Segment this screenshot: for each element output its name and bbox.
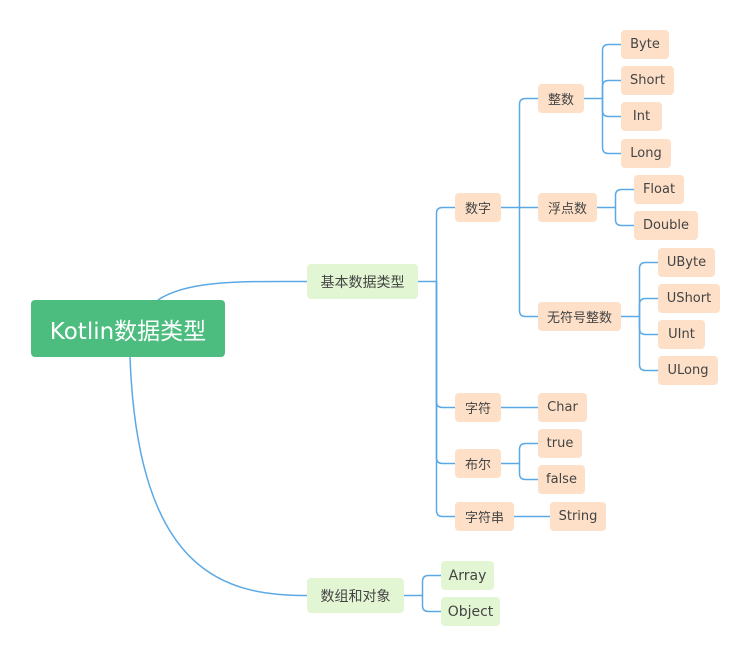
- number-lines-branch-0: [518, 97, 538, 208]
- node-float-category[interactable]: 浮点数: [538, 193, 597, 222]
- node-string-category[interactable]: 字符串: [455, 502, 514, 531]
- basic-types-lines-branch-0: [435, 206, 455, 282]
- leaf-ulong[interactable]: ULong: [658, 356, 718, 385]
- leaf-float[interactable]: Float: [634, 175, 684, 204]
- boolean-lines-branch-1: [518, 463, 538, 481]
- leaf-short[interactable]: Short: [621, 66, 674, 95]
- leaf-string[interactable]: String: [550, 502, 606, 531]
- node-array-object[interactable]: 数组和对象: [307, 578, 404, 613]
- array-object-lines-branch-1: [421, 595, 441, 613]
- unsigned-lines-branch-0: [638, 261, 658, 317]
- root-node[interactable]: Kotlin数据类型: [31, 300, 225, 357]
- unsigned-lines-branch-1: [638, 297, 658, 317]
- node-number[interactable]: 数字: [455, 193, 501, 222]
- node-char-category[interactable]: 字符: [455, 393, 501, 422]
- root-to-array-object-line: [129, 356, 308, 597]
- leaf-int[interactable]: Int: [621, 102, 662, 131]
- number-lines-branch-2: [518, 207, 538, 318]
- leaf-false[interactable]: false: [538, 465, 585, 494]
- basic-types-lines-branch-1: [435, 281, 455, 409]
- array-object-lines-branch-0: [421, 574, 441, 596]
- leaf-uint[interactable]: UInt: [658, 320, 705, 349]
- node-basic-types[interactable]: 基本数据类型: [307, 264, 418, 299]
- leaf-object[interactable]: Object: [441, 597, 500, 626]
- leaf-double[interactable]: Double: [634, 211, 698, 240]
- float-lines-branch-0: [614, 188, 634, 208]
- integer-lines-branch-3: [601, 98, 621, 155]
- leaf-byte[interactable]: Byte: [621, 30, 669, 59]
- leaf-ushort[interactable]: UShort: [658, 284, 720, 313]
- unsigned-lines-branch-2: [638, 316, 658, 336]
- unsigned-lines-branch-3: [638, 316, 658, 372]
- basic-types-lines-branch-3: [435, 281, 455, 518]
- integer-lines-branch-2: [601, 98, 621, 118]
- leaf-char[interactable]: Char: [538, 393, 587, 422]
- leaf-true[interactable]: true: [538, 429, 582, 458]
- leaf-array[interactable]: Array: [441, 561, 494, 590]
- leaf-long[interactable]: Long: [621, 139, 671, 168]
- integer-lines-branch-0: [601, 43, 621, 99]
- float-lines-branch-1: [614, 207, 634, 227]
- node-unsigned-integer[interactable]: 无符号整数: [538, 302, 621, 331]
- leaf-ubyte[interactable]: UByte: [658, 248, 715, 277]
- basic-types-lines-branch-2: [435, 281, 455, 465]
- boolean-lines-branch-0: [518, 442, 538, 464]
- integer-lines-branch-1: [601, 79, 621, 99]
- node-boolean[interactable]: 布尔: [455, 449, 501, 478]
- root-to-basic-types-line: [157, 280, 308, 301]
- node-integer[interactable]: 整数: [538, 84, 584, 113]
